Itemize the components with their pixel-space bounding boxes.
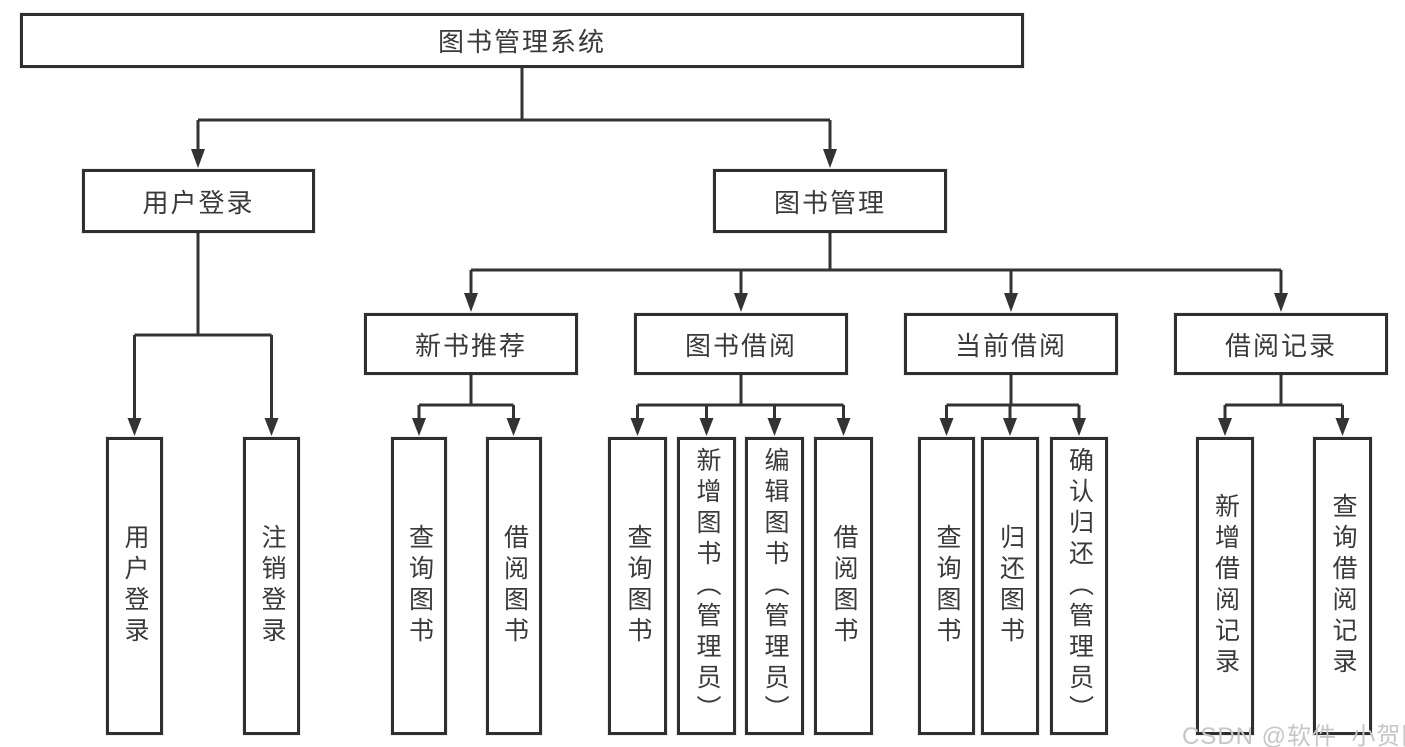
connector-user-login-to-children [127,233,279,436]
node-leaf-borrow-books-recommend-label: 借阅图书 [500,524,529,648]
connector-book-management-to-level3 [464,233,1288,312]
node-book-borrow-label: 图书借阅 [684,330,797,361]
node-leaf-query-books-current: 查询图书 [918,437,975,735]
node-leaf-edit-book-admin: 编辑图书（管理员） [745,437,804,735]
connector-current-to-children [939,375,1086,436]
node-root: 图书管理系统 [20,13,1024,68]
node-leaf-add-book-admin-label: 新增图书（管理员） [693,446,721,726]
node-book-management: 图书管理 [713,169,947,233]
node-leaf-query-books-borrow-label: 查询图书 [624,524,652,648]
connector-recommend-to-children [412,375,521,436]
connector-records-to-children [1218,375,1350,436]
node-user-login: 用户登录 [82,169,315,233]
node-leaf-confirm-return-admin: 确认归还（管理员） [1050,437,1108,735]
node-leaf-query-books-recommend: 查询图书 [391,437,447,735]
node-leaf-query-borrow-record-label: 查询借阅记录 [1329,493,1357,679]
node-leaf-borrow-books: 借阅图书 [814,437,873,735]
connector-borrow-to-children [630,375,851,436]
node-leaf-return-book: 归还图书 [981,437,1039,735]
node-leaf-query-books-borrow: 查询图书 [608,437,667,735]
node-book-management-label: 图书管理 [773,187,886,218]
node-leaf-query-borrow-record: 查询借阅记录 [1313,437,1372,735]
node-user-login-label: 用户登录 [142,187,255,218]
csdn-watermark: CSDN @软件_小贺同学 [1182,723,1405,747]
node-leaf-query-books-recommend-label: 查询图书 [405,524,434,648]
connector-root-to-level2 [191,68,837,168]
node-leaf-confirm-return-admin-label: 确认归还（管理员） [1065,446,1094,726]
node-new-book-recommend: 新书推荐 [364,313,578,375]
node-leaf-query-books-current-label: 查询图书 [933,524,961,648]
node-leaf-borrow-books-label: 借阅图书 [830,524,858,648]
node-leaf-logout-label: 注销登录 [258,524,286,648]
node-leaf-edit-book-admin-label: 编辑图书（管理员） [761,446,789,726]
node-leaf-borrow-books-recommend: 借阅图书 [486,437,542,735]
node-current-borrow-label: 当前借阅 [954,330,1067,361]
node-current-borrow: 当前借阅 [904,313,1118,375]
node-new-book-recommend-label: 新书推荐 [414,330,527,361]
node-leaf-add-borrow-record-label: 新增借阅记录 [1211,493,1240,679]
node-leaf-logout: 注销登录 [243,437,300,735]
node-leaf-user-login: 用户登录 [106,437,163,735]
node-leaf-add-borrow-record: 新增借阅记录 [1196,437,1254,735]
node-leaf-user-login-label: 用户登录 [121,524,149,648]
node-book-borrow: 图书借阅 [634,313,848,375]
node-leaf-return-book-label: 归还图书 [996,524,1025,648]
node-leaf-add-book-admin: 新增图书（管理员） [677,437,736,735]
node-borrow-records: 借阅记录 [1174,313,1388,375]
node-root-label: 图书管理系统 [437,27,606,57]
node-borrow-records-label: 借阅记录 [1224,330,1337,361]
